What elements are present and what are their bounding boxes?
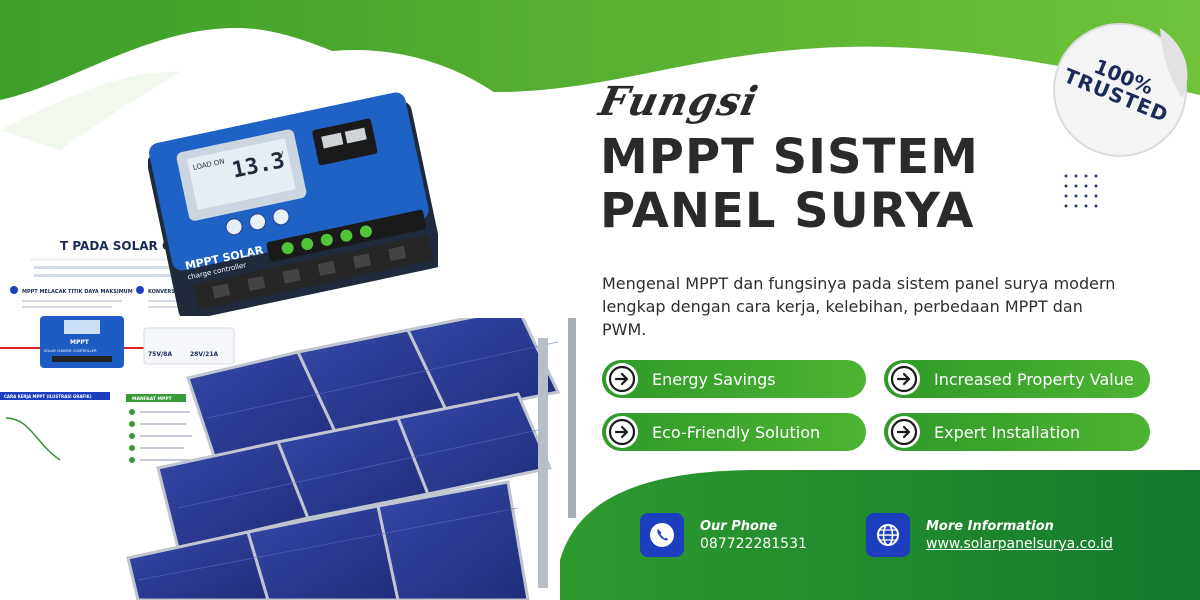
description: Mengenal MPPT dan fungsinya pada sistem … (602, 274, 1116, 339)
phone-label: Our Phone (700, 518, 778, 534)
globe-icon (866, 513, 910, 557)
arrow-right-circle-icon (888, 416, 920, 448)
feature-eco-friendly: Eco-Friendly Solution (602, 413, 866, 451)
arrow-right-circle-icon (606, 363, 638, 395)
script-title: Fungsi (595, 78, 763, 125)
website-link[interactable]: www.solarpanelsurya.co.id (926, 535, 1113, 552)
infographic-heading: T PADA SOLAR CH (60, 239, 181, 253)
arrow-right-circle-icon (606, 416, 638, 448)
feature-label: Energy Savings (652, 369, 776, 389)
feature-label: Increased Property Value (934, 369, 1134, 389)
infographic-mini-sub: SOLAR CHARGE CONTROLLER (44, 349, 97, 353)
charge-controller-image: LOAD ON 13.3 V MPPT SOLAR charge control… (148, 92, 438, 316)
infographic-benefit-heading: MANFAAT MPPT (132, 396, 173, 402)
info-label: More Information (926, 518, 1054, 534)
solar-panels-image (126, 318, 576, 600)
controller-display-unit: V (277, 150, 285, 160)
contact-phone[interactable]: Our Phone 087722281531 (640, 513, 807, 557)
arrow-right-circle-icon (888, 363, 920, 395)
decorative-dots (1064, 174, 1098, 208)
contact-website[interactable]: More Information www.solarpanelsurya.co.… (866, 513, 1113, 557)
infographic-mini-brand: MPPT (70, 339, 90, 346)
phone-number[interactable]: 087722281531 (700, 535, 807, 552)
infographic-voltage-in: 75V/8A (148, 351, 172, 358)
phone-icon (640, 513, 684, 557)
trusted-badge (1053, 23, 1188, 157)
feature-label: Eco-Friendly Solution (652, 422, 821, 442)
feature-label: Expert Installation (934, 422, 1081, 442)
feature-expert-installation: Expert Installation (884, 413, 1150, 451)
infographic-voltage-out: 28V/21A (190, 351, 219, 358)
main-title: MPPT SISTEM PANEL SURYA (600, 130, 1020, 238)
infographic-graph-heading: CARA KERJA MPPT (ILUSTRASI GRAFIK) (4, 394, 92, 399)
main-title-line2: PANEL SURYA (600, 183, 975, 239)
feature-property-value: Increased Property Value (884, 360, 1150, 398)
feature-energy-savings: Energy Savings (602, 360, 866, 398)
mppt-infographic: T PADA SOLAR CH MPPT MELACAK TITIK DAYA … (0, 228, 240, 490)
main-title-line1: MPPT SISTEM (600, 129, 979, 185)
infographic-step1: MPPT MELACAK TITIK DAYA MAKSIMUM (22, 289, 133, 295)
